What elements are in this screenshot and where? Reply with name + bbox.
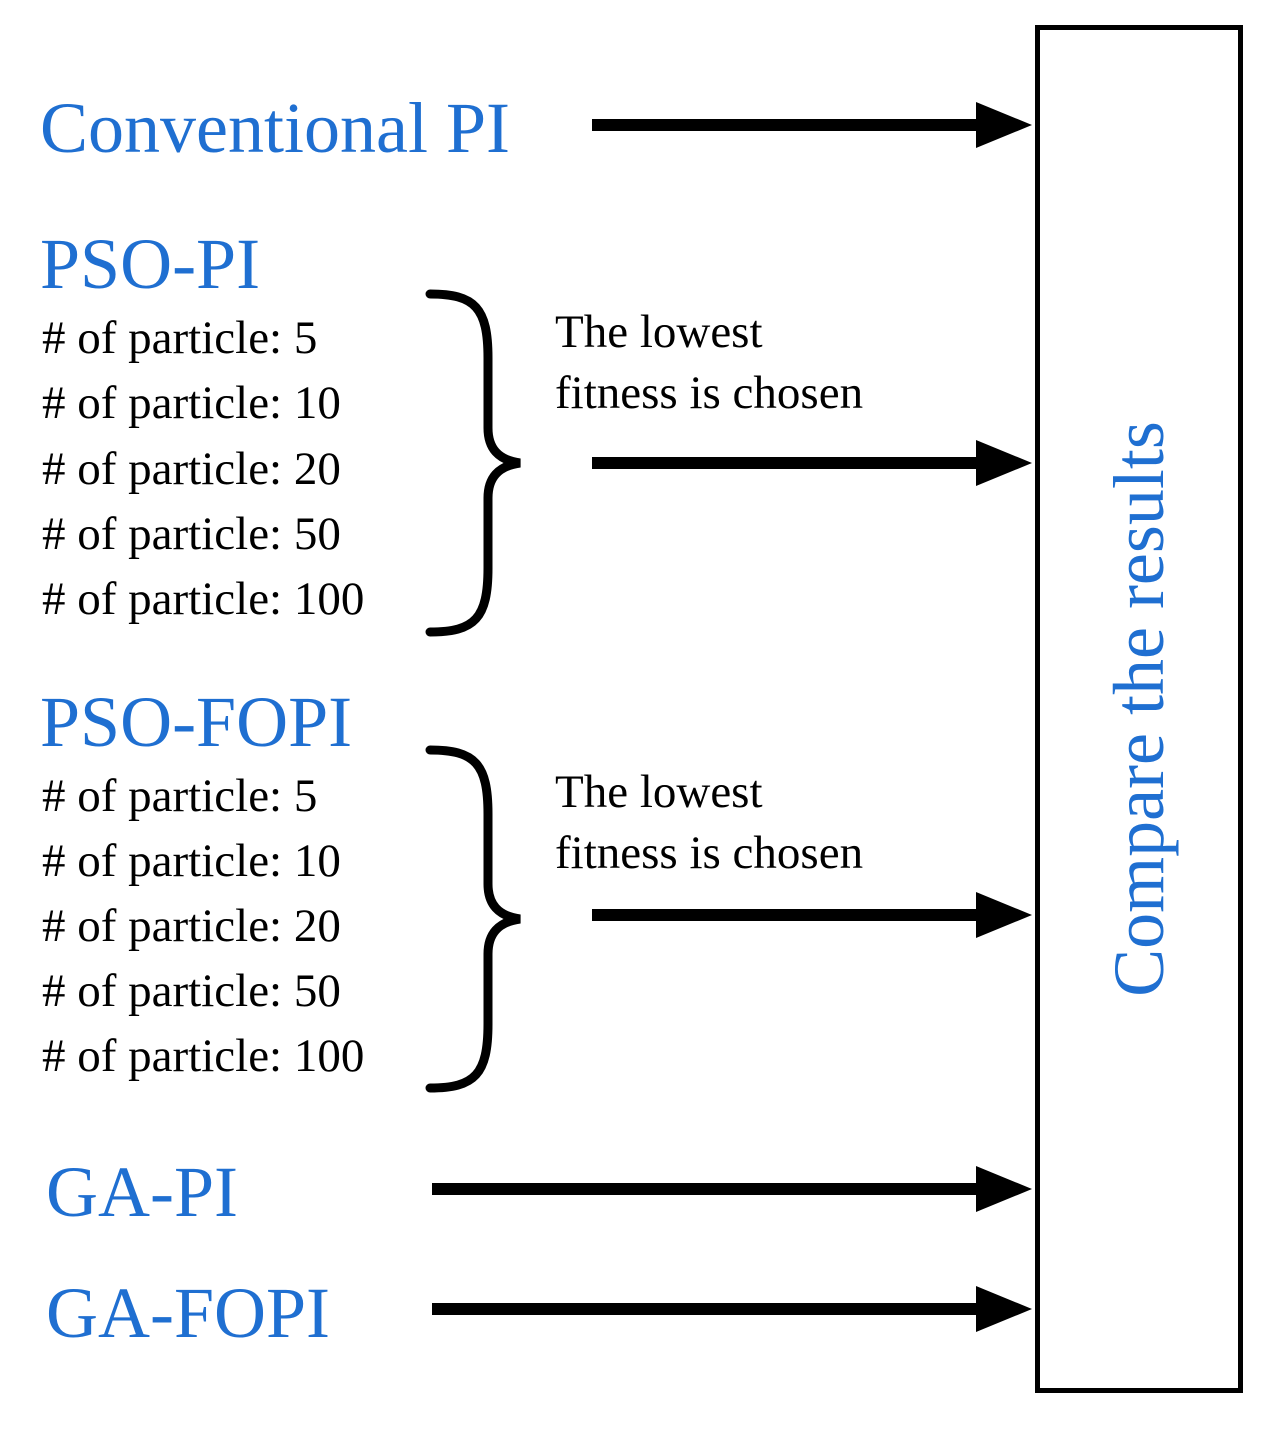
arrow-ga-fopi [432,1286,1032,1332]
arrow-pso-fopi [592,892,1032,938]
pso-fopi-particle-item: # of particle: 100 [42,1030,365,1082]
method-ga-pi: GA-PI [46,1152,238,1232]
pso-fopi-particle-item: # of particle: 5 [42,770,318,822]
arrow-ga-pi [432,1166,1032,1212]
pso-pi-selection-note: The lowest fitness is chosen [555,302,955,424]
note-line-2: fitness is chosen [555,827,864,880]
method-conventional-pi: Conventional PI [40,88,510,168]
pso-pi-particle-item: # of particle: 100 [42,573,365,625]
note-line-1: The lowest [555,766,763,818]
pso-fopi-brace [425,745,521,1093]
method-pso-pi: PSO-PI [40,224,261,304]
pso-pi-particle-item: # of particle: 5 [42,312,318,364]
pso-pi-particle-item: # of particle: 20 [42,443,341,495]
note-line-1: The lowest [555,306,763,358]
pso-fopi-particle-item: # of particle: 20 [42,900,341,952]
arrow-conventional-pi [592,102,1032,148]
pso-fopi-particle-item: # of particle: 10 [42,835,341,887]
method-ga-fopi: GA-FOPI [46,1273,331,1353]
compare-results-label: Compare the results [1099,421,1179,997]
pso-pi-brace [425,289,521,637]
method-pso-fopi: PSO-FOPI [40,682,353,762]
pso-fopi-particle-item: # of particle: 50 [42,965,341,1017]
pso-pi-particle-item: # of particle: 10 [42,377,341,429]
note-line-2: fitness is chosen [555,367,864,420]
pso-fopi-selection-note: The lowest fitness is chosen [555,762,955,884]
pso-pi-particle-item: # of particle: 50 [42,508,341,560]
compare-results-box: Compare the results [1035,25,1243,1393]
arrow-pso-pi [592,440,1032,486]
